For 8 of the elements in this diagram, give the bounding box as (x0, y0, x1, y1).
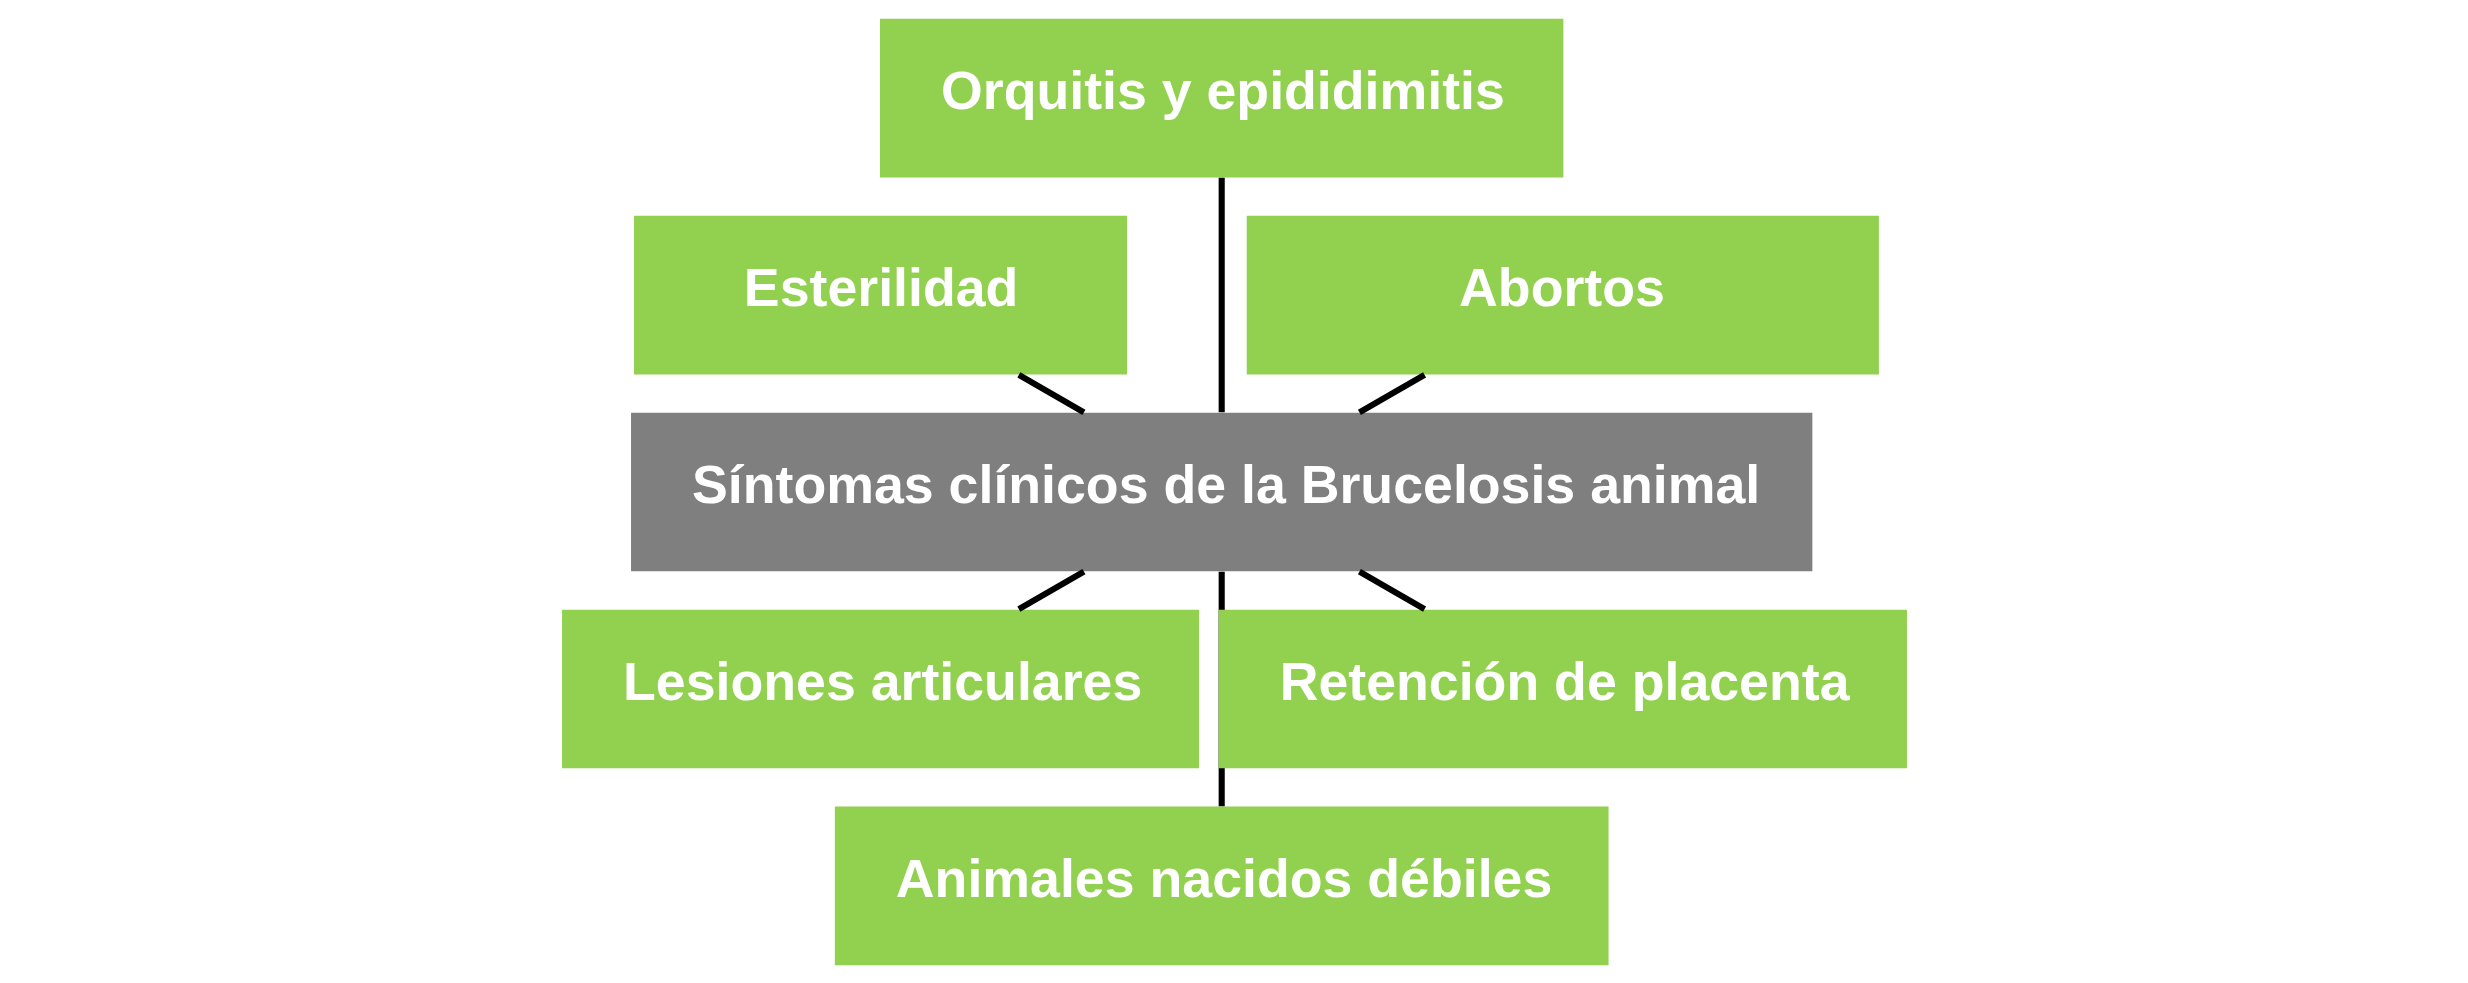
node-box: Abortos (1246, 215, 1879, 374)
node-box: Síntomas clínicos de la Brucelosis animal (630, 412, 1812, 571)
node-box: Lesiones articulares (561, 609, 1199, 768)
node-box: Esterilidad (633, 215, 1127, 374)
node-box: Retención de placenta (1218, 609, 1907, 768)
node-box: Orquitis y epididimitis (879, 18, 1563, 177)
connector (1218, 177, 1225, 412)
node-box: Animales nacidos débiles (834, 806, 1609, 965)
